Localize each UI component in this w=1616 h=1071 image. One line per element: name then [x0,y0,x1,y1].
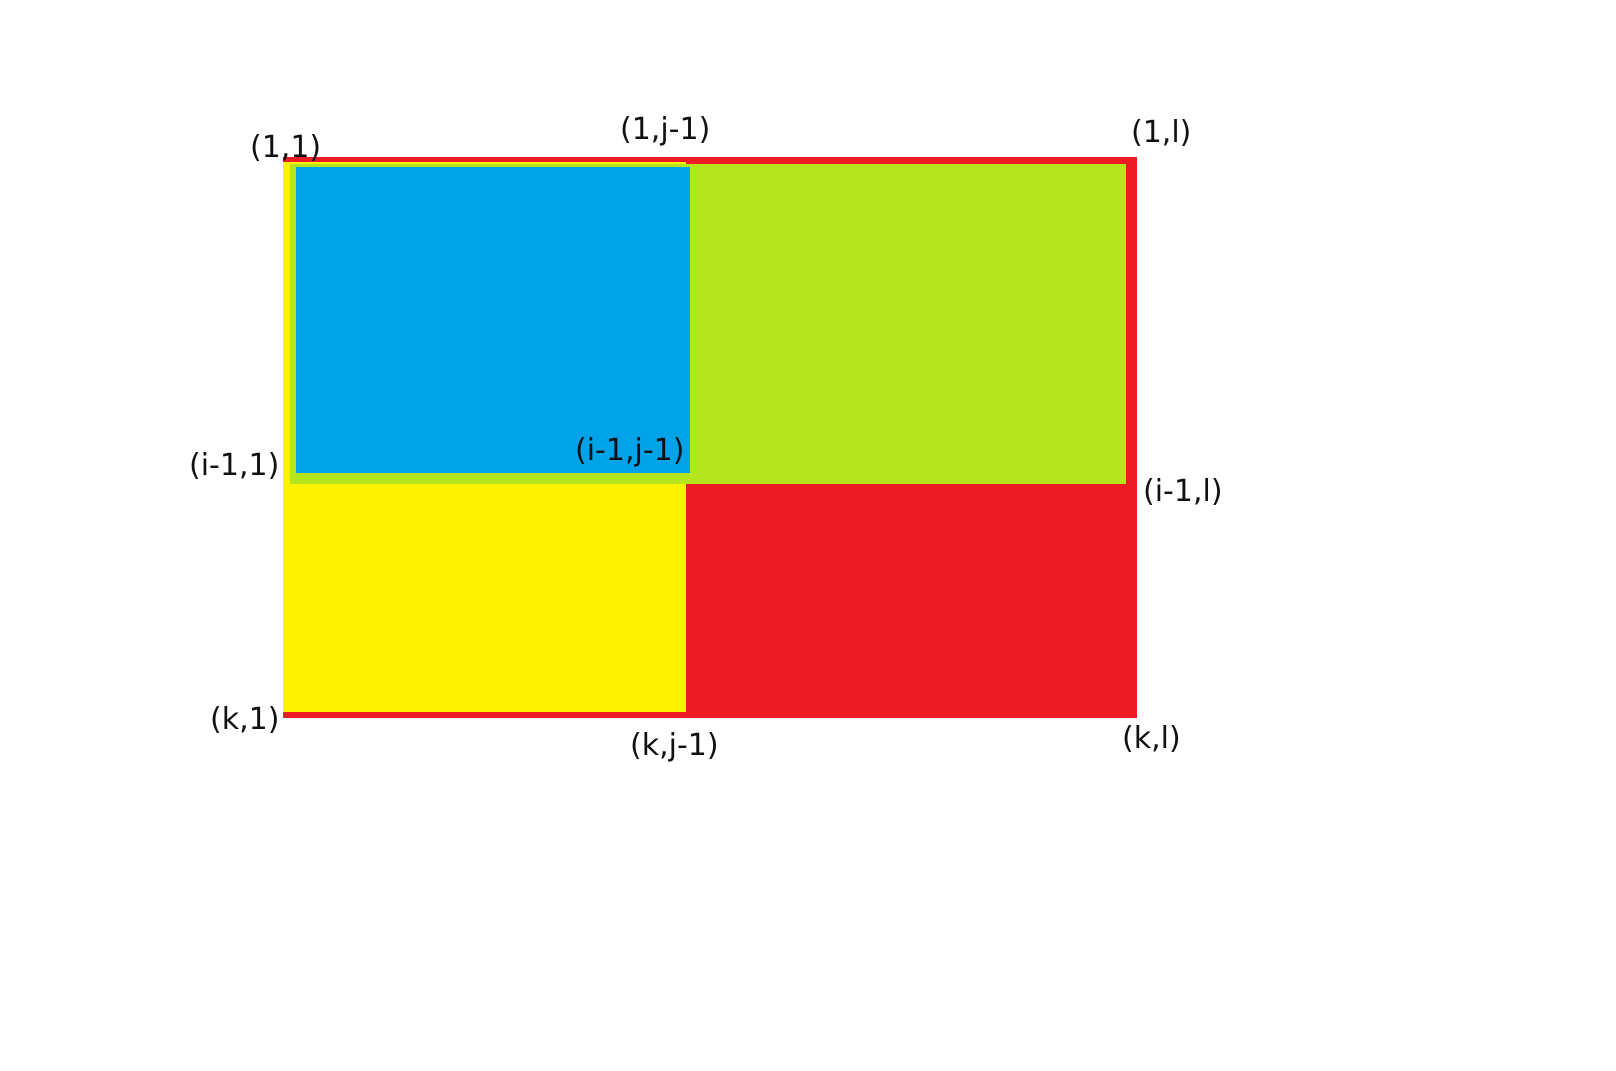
blue-rectangle [296,167,690,473]
label-middle-right: (i-1,l) [1143,474,1223,509]
label-bottom-middle: (k,j-1) [630,728,719,763]
label-top-left: (1,1) [250,130,322,165]
label-top-right: (1,l) [1131,115,1192,150]
label-bottom-right: (k,l) [1122,721,1181,756]
label-middle-left: (i-1,1) [189,448,280,483]
label-top-middle: (1,j-1) [620,112,711,147]
label-bottom-left: (k,1) [210,702,280,737]
label-middle-center: (i-1,j-1) [575,433,685,468]
